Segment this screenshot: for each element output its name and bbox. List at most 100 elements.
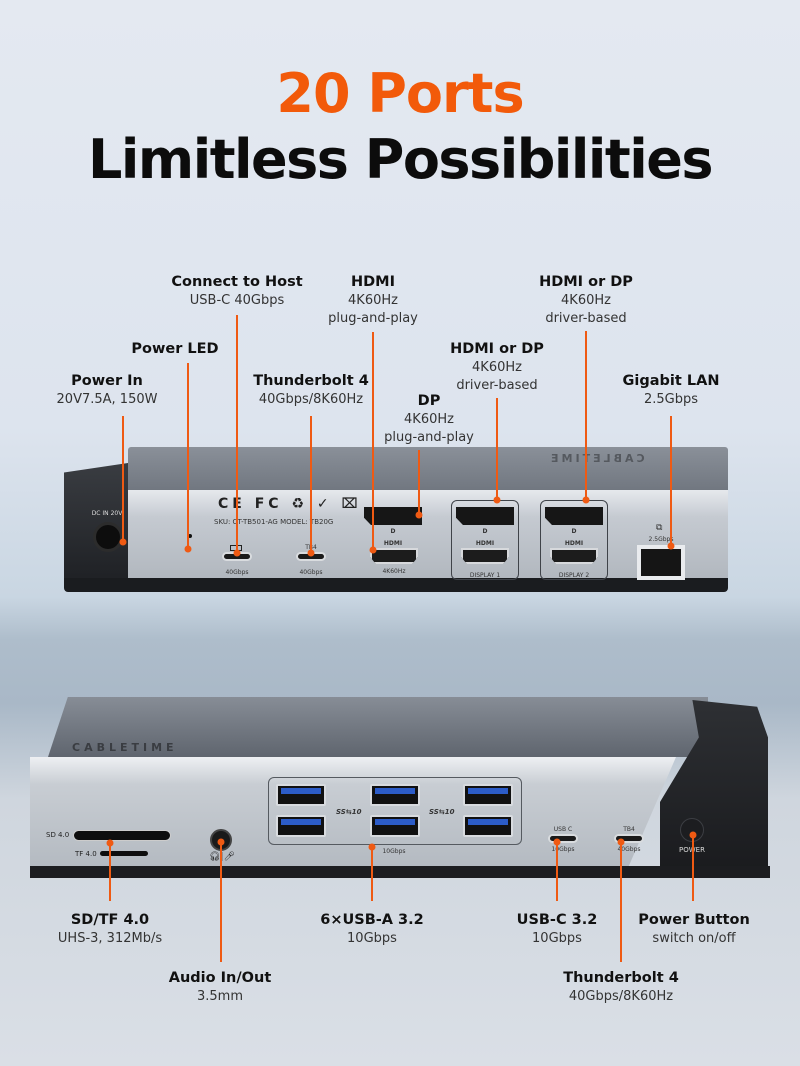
leader-line [122, 416, 124, 542]
dp-logo: D [390, 528, 396, 535]
leader-line [496, 398, 498, 500]
network-icon: ⧉ [656, 523, 663, 533]
usb-a-frame [268, 777, 522, 845]
display1-label: DISPLAY 1 [469, 572, 501, 579]
callout-title: 6×USB-A 3.2 [320, 912, 424, 928]
callout-hdmi-or-dp-display2: HDMI or DP 4K60Hz driver-based [539, 273, 633, 328]
leader-line [620, 842, 622, 962]
dp-port [364, 507, 422, 525]
fcc-mark-icon: FC [254, 496, 283, 512]
callout-sub: 4K60Hz [561, 293, 611, 308]
callout-sub: 40Gbps/8K60Hz [568, 989, 674, 1004]
usb-a-port-6 [463, 815, 513, 837]
headline-tagline: Limitless Possibilities [88, 128, 713, 191]
callout-sub: 40Gbps/8K60Hz [258, 392, 364, 407]
callout-sub: 3.5mm [196, 989, 243, 1004]
callout-title: Thunderbolt 4 [563, 970, 679, 986]
callout-title: Thunderbolt 4 [253, 373, 369, 389]
thunderbolt4-front-port [614, 834, 644, 843]
leader-line [418, 450, 420, 515]
usb-a-speed: 10Gbps [382, 848, 406, 855]
leader-dot [582, 496, 590, 504]
callout-power-led: Power LED [131, 340, 218, 359]
leader-line [372, 332, 374, 550]
callout-sub: 10Gbps [532, 931, 582, 946]
usb-c-port [548, 834, 578, 843]
dc-power-jack [93, 522, 123, 552]
ce-mark-icon: CE [218, 496, 246, 512]
dock-rear-base [64, 578, 728, 592]
callout-sub: 4K60Hz [472, 360, 522, 375]
callout-sub: plug-and-play [384, 430, 474, 445]
callout-power-in: Power In 20V7.5A, 150W [57, 372, 158, 409]
hdmi-port [370, 548, 418, 564]
callout-title: HDMI or DP [450, 341, 544, 357]
superspeed-logo-icon: SS⇆10 [336, 808, 362, 816]
usb-c-speed: 10Gbps [551, 846, 575, 853]
leader-dot [415, 511, 423, 519]
callout-hdmi: HDMI 4K60Hz plug-and-play [328, 273, 418, 328]
dock-front-base [30, 866, 770, 878]
usb-a-port-1 [276, 784, 326, 806]
callout-connect-to-host: Connect to Host USB-C 40Gbps [171, 273, 302, 310]
tf-card-slot [100, 851, 148, 856]
rcm-check-icon: ✓ [316, 496, 333, 512]
callout-audio: Audio In/Out 3.5mm [169, 969, 272, 1006]
usb-a-port-2 [276, 815, 326, 837]
callout-dp: DP 4K60Hz plug-and-play [384, 392, 474, 447]
host-port-speed: 40Gbps [225, 569, 249, 576]
display2-dp-port [545, 507, 603, 525]
leader-dot [307, 549, 315, 557]
leader-dot [369, 546, 377, 554]
callout-sub: driver-based [545, 311, 627, 326]
usb-a-port-3 [370, 784, 420, 806]
certification-marks: CE FC ♻ ✓ ⌧ [218, 496, 362, 512]
sku-model-text: SKU: CT-TB501-AG MODEL: TB20G [214, 518, 334, 526]
tb4-front-speed: 40Gbps [617, 846, 641, 853]
dock-front-top-surface [48, 697, 708, 757]
leader-dot [493, 496, 501, 504]
callout-title: Power LED [131, 341, 219, 357]
sd-label: SD 4.0 [46, 831, 70, 839]
usb-a-port-4 [370, 815, 420, 837]
hdmi-logo: HDMI [383, 540, 403, 547]
sd-card-slot [73, 830, 171, 841]
tb4-port-speed: 40Gbps [299, 569, 323, 576]
lan-speed-label: 2.5Gbps [648, 536, 674, 543]
display2-hdmi-port [550, 548, 598, 564]
callout-sub: 20V7.5A, 150W [56, 392, 158, 407]
superspeed-logo-icon: SS⇆10 [429, 808, 455, 816]
dock-front-panel [30, 757, 676, 867]
headline-ports: 20 Ports [276, 62, 524, 125]
callout-hdmi-or-dp-display1: HDMI or DP 4K60Hz driver-based [450, 340, 544, 395]
callout-sub: plug-and-play [328, 311, 418, 326]
callout-sub: 10Gbps [347, 931, 397, 946]
leader-line [371, 847, 373, 901]
callout-title: HDMI [351, 274, 395, 290]
callout-title: Power Button [638, 912, 750, 928]
display2-dp-logo: D [571, 528, 577, 535]
leader-line [187, 363, 189, 549]
display1-dp-logo: D [482, 528, 488, 535]
callout-thunderbolt4-front: Thunderbolt 4 40Gbps/8K60Hz [563, 969, 679, 1006]
callout-sub: 4K60Hz [404, 412, 454, 427]
leader-line [692, 835, 694, 901]
recycle-icon: ♻ [291, 496, 308, 512]
display2-label: DISPLAY 2 [558, 572, 590, 579]
callout-sub: driver-based [456, 378, 538, 393]
leader-line [220, 842, 222, 962]
callout-sub: switch on/off [652, 931, 736, 946]
leader-dot [667, 542, 675, 550]
callout-thunderbolt4-top: Thunderbolt 4 40Gbps/8K60Hz [253, 372, 369, 409]
hdmi-port-speed: 4K60Hz [382, 568, 406, 575]
tb4-front-label: TB4 [623, 826, 635, 833]
leader-line [556, 842, 558, 901]
dc-in-label: DC IN 20V [91, 510, 123, 517]
callout-sd-tf: SD/TF 4.0 UHS-3, 312Mb/s [58, 911, 162, 948]
callout-title: USB-C 3.2 [516, 912, 598, 928]
usb-a-port-5 [463, 784, 513, 806]
usb-c-label: USB C [553, 826, 573, 833]
leader-line [585, 331, 587, 500]
callout-title: Audio In/Out [168, 970, 272, 986]
callout-title: Gigabit LAN [622, 373, 720, 389]
